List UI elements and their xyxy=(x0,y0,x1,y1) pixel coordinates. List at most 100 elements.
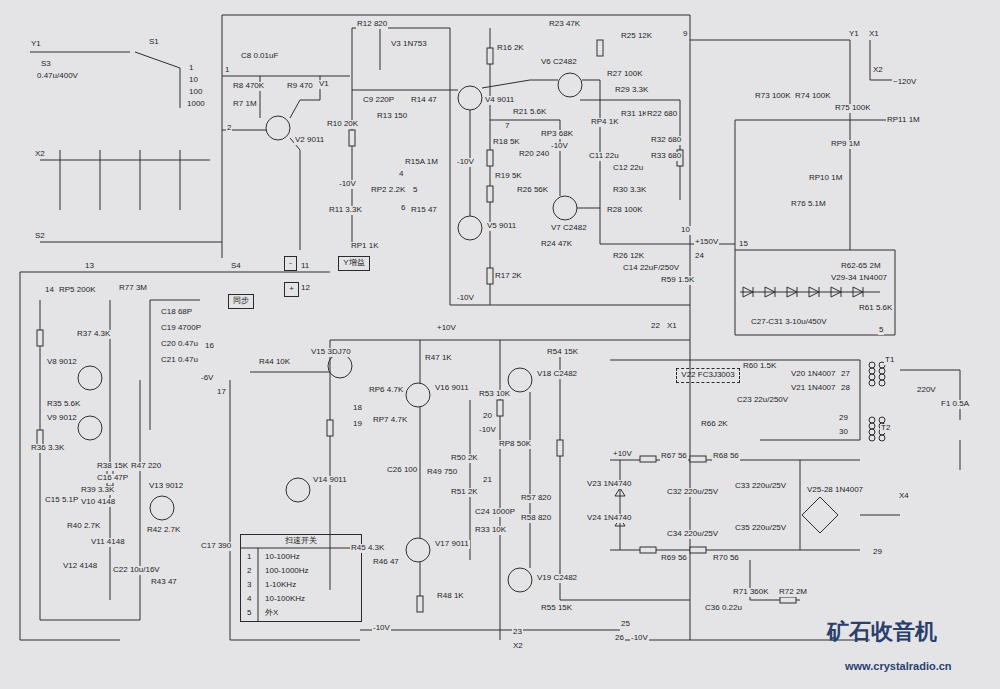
transformer-winding xyxy=(879,380,885,386)
component-label: V14 9011 xyxy=(312,476,348,485)
component-label: V12 4148 xyxy=(62,562,98,571)
wire xyxy=(222,76,350,77)
component-label: R60 1.5K xyxy=(742,362,777,371)
component-label: 28 xyxy=(840,384,851,393)
component-label: R37 4.3K xyxy=(76,330,111,339)
component-label: C9 220P xyxy=(362,96,395,105)
component-label: X1 xyxy=(666,322,678,331)
transformer-winding xyxy=(869,362,875,368)
component-label: V3 1N753 xyxy=(390,40,428,49)
transistor-symbol xyxy=(406,538,430,562)
wire xyxy=(40,160,210,161)
component-label: R19 5K xyxy=(494,172,523,181)
wire xyxy=(800,460,801,550)
component-label: -10V xyxy=(478,426,497,435)
component-label: +10V xyxy=(436,324,457,333)
wire xyxy=(760,440,860,441)
component-label: 1 xyxy=(188,64,194,73)
polarity-box: + xyxy=(284,282,299,297)
component-label: R73 100K xyxy=(754,92,792,101)
component-label: RP6 4.7K xyxy=(368,386,404,395)
component-label: S2 xyxy=(34,232,46,241)
wire xyxy=(40,242,222,243)
zener-symbol xyxy=(614,488,626,496)
component-label: R28 100K xyxy=(606,206,644,215)
component-label: C33 220u/25V xyxy=(734,482,787,491)
transistor-symbol xyxy=(150,496,174,520)
resistor-symbol xyxy=(487,186,493,202)
watermark: www.crystalradio.cn xyxy=(844,660,953,672)
transformer-winding xyxy=(869,417,875,423)
wire xyxy=(140,150,141,210)
transformer-winding xyxy=(879,435,885,441)
table-cell: 100-1000Hz xyxy=(264,567,310,576)
component-label: R74 100K xyxy=(794,92,832,101)
wire xyxy=(860,360,861,440)
box-text: Y增益 xyxy=(343,258,364,267)
diode-symbol xyxy=(853,287,863,297)
component-label: V24 1N4740 xyxy=(586,514,632,523)
table-cell: 10-100KHz xyxy=(264,595,306,604)
transistor-symbol xyxy=(266,116,290,140)
component-label: R29 3.3K xyxy=(614,86,649,95)
component-label: V9 9012 xyxy=(46,414,78,423)
component-label: V21 1N4007 xyxy=(790,384,836,393)
diode-symbol xyxy=(743,287,753,297)
sync-box: 同步 xyxy=(228,294,254,309)
component-label: S4 xyxy=(230,262,242,271)
resistor-symbol xyxy=(487,268,493,284)
component-label: R44 10K xyxy=(258,358,291,367)
component-label: 16 xyxy=(204,342,215,351)
resistor-symbol xyxy=(640,547,656,553)
component-label: V5 9011 xyxy=(486,222,517,231)
component-label: R13 150 xyxy=(376,112,408,121)
component-label: 10 xyxy=(188,76,199,85)
wire xyxy=(20,272,330,273)
component-label: X2 xyxy=(34,150,46,159)
component-label: 5 xyxy=(878,326,884,335)
component-label: 22 xyxy=(650,322,661,331)
component-label: C16 47P xyxy=(96,474,129,483)
box-text: 扫速开关 xyxy=(285,536,317,545)
resistor-symbol xyxy=(487,48,493,64)
transistor-symbol xyxy=(553,196,577,220)
component-label: +10V xyxy=(612,450,633,459)
component-label: 5 xyxy=(412,186,418,195)
component-label: R43 47 xyxy=(150,578,178,587)
component-label: 18 xyxy=(352,404,363,413)
table-cell: 10-100Hz xyxy=(264,553,301,562)
component-label: R75 100K xyxy=(834,104,872,113)
component-label: RP9 1M xyxy=(830,140,861,149)
component-label: C20 0.47u xyxy=(160,340,199,349)
wire xyxy=(870,40,895,80)
component-label: +150V xyxy=(694,238,719,247)
diode-symbol xyxy=(765,287,775,297)
component-label: RP11 1M xyxy=(886,116,921,125)
component-label: 26 xyxy=(614,634,625,643)
component-label: R21 5.6K xyxy=(512,108,547,117)
box-text: 同步 xyxy=(233,296,249,305)
component-label: V19 C2482 xyxy=(536,574,578,583)
wire xyxy=(580,100,680,200)
transistor-symbol xyxy=(286,478,310,502)
component-label: C8 0.01uF xyxy=(240,52,279,61)
component-label: RP7 4.7K xyxy=(372,416,408,425)
transformer-winding xyxy=(879,417,885,423)
component-label: R72 2M xyxy=(778,588,808,597)
component-label: C34 220u/25V xyxy=(666,530,719,539)
component-label: X2 xyxy=(512,642,524,651)
component-label: F1 0.5A xyxy=(940,400,970,409)
table-cell: 3 xyxy=(246,581,252,590)
component-label: 21 xyxy=(482,476,493,485)
component-label: V6 C2482 xyxy=(540,58,578,67)
component-label: R27 100K xyxy=(606,70,644,79)
component-label: 12 xyxy=(300,284,311,293)
component-label: R14 47 xyxy=(410,96,438,105)
component-label: R61 5.6K xyxy=(858,304,893,313)
wire xyxy=(450,305,690,306)
transistor-symbol xyxy=(78,416,102,440)
wire xyxy=(582,80,690,244)
wire xyxy=(420,340,421,383)
component-label: -10V xyxy=(550,142,569,151)
component-label: R11 3.3K xyxy=(328,206,363,215)
